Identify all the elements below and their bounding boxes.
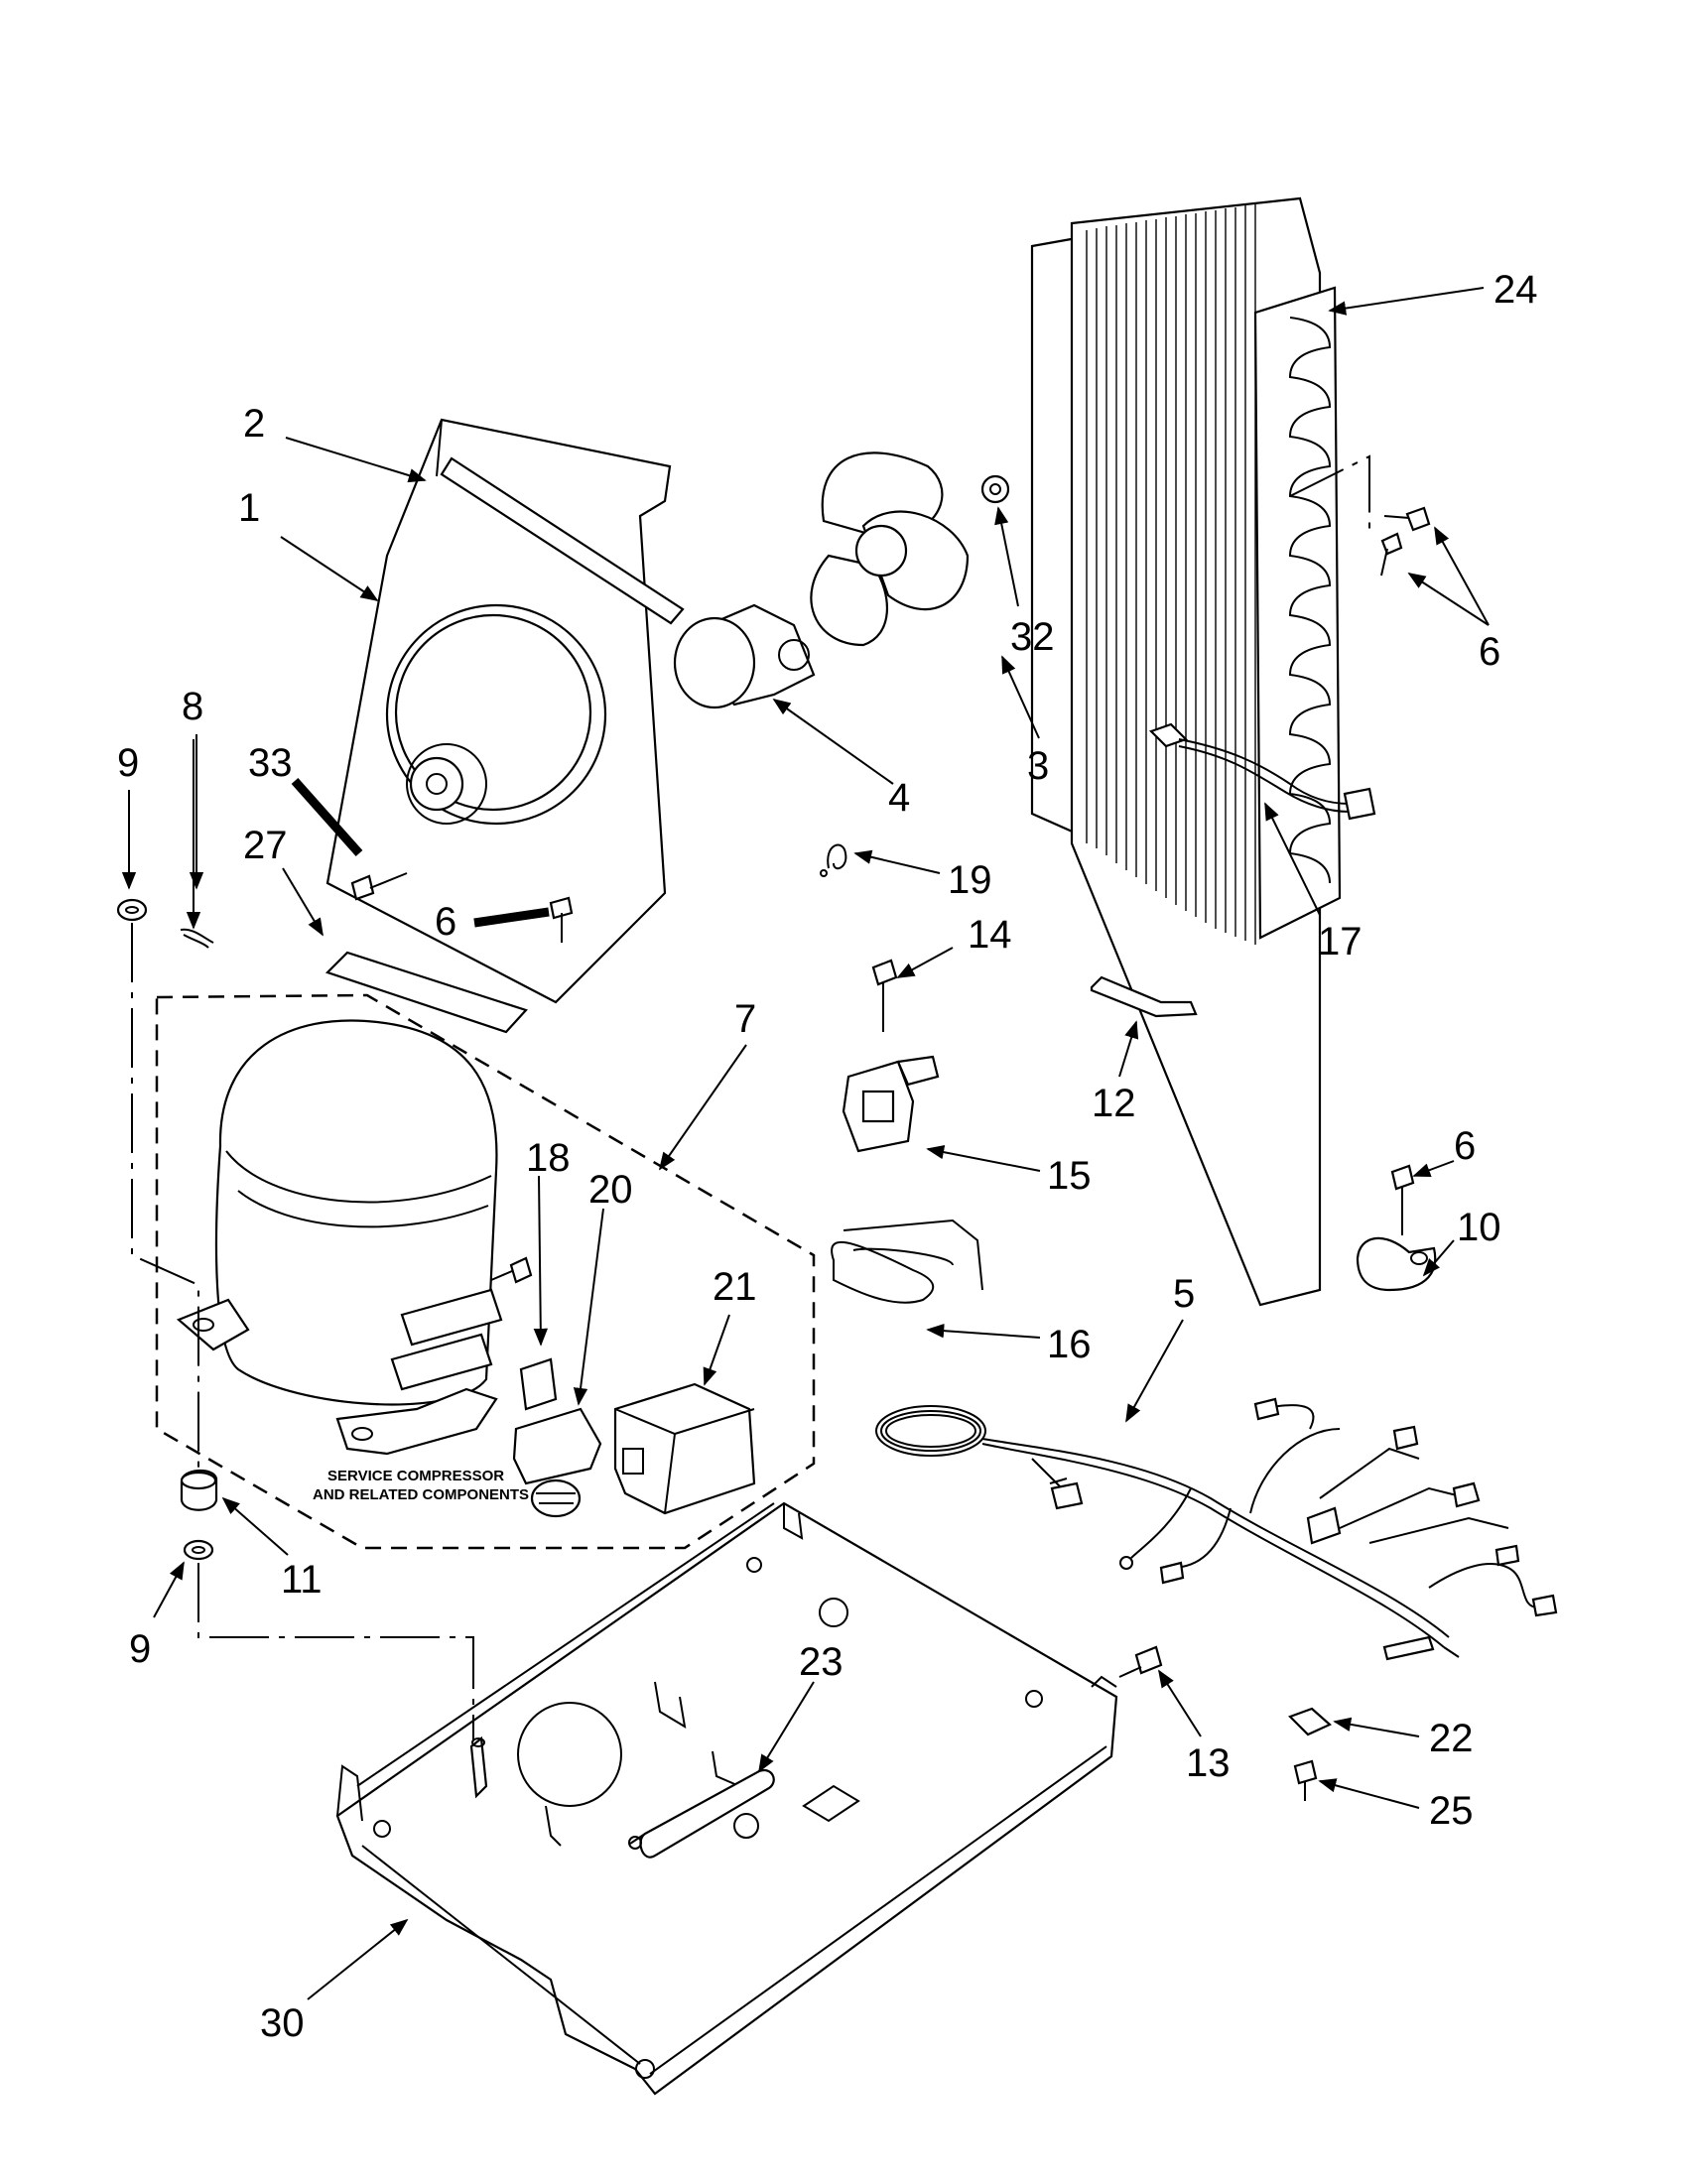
clip-part[interactable] bbox=[820, 843, 847, 877]
wire-harness-small-part[interactable] bbox=[1148, 722, 1376, 821]
service-compressor-boundary bbox=[155, 993, 816, 1550]
condenser-part[interactable] bbox=[1030, 196, 1342, 1307]
callout-2: 2 bbox=[243, 402, 265, 446]
callout-21: 21 bbox=[713, 1265, 757, 1309]
bracket-part[interactable] bbox=[831, 1219, 983, 1304]
solenoid-part[interactable] bbox=[842, 959, 940, 1153]
callout-8: 8 bbox=[182, 685, 203, 728]
service-note-line1: SERVICE COMPRESSOR bbox=[327, 1468, 504, 1484]
callout-33: 33 bbox=[248, 741, 293, 785]
tube-part[interactable] bbox=[1090, 975, 1198, 1018]
fan-blade-part[interactable] bbox=[810, 451, 970, 647]
relay-cover-part[interactable] bbox=[613, 1382, 756, 1515]
overload-protector-part[interactable] bbox=[519, 1357, 558, 1411]
grommet-part[interactable] bbox=[180, 1470, 218, 1511]
leader-lines bbox=[121, 287, 1490, 2000]
callout-19: 19 bbox=[948, 858, 992, 902]
callout-6-shroud: 6 bbox=[435, 900, 456, 944]
callout-6-clamp: 6 bbox=[1454, 1124, 1476, 1168]
callout-11: 11 bbox=[281, 1558, 323, 1602]
callout-3: 3 bbox=[1027, 744, 1049, 788]
callout-30: 30 bbox=[260, 2001, 305, 2045]
screw-part[interactable] bbox=[1380, 506, 1431, 577]
grommet-top-part[interactable] bbox=[116, 898, 148, 922]
callout-labels: 1 2 3 4 5 6 6 6 7 8 9 9 10 11 12 13 14 1… bbox=[117, 268, 1538, 2045]
callout-24: 24 bbox=[1493, 268, 1538, 312]
washer-part[interactable] bbox=[980, 474, 1010, 504]
callout-5: 5 bbox=[1173, 1272, 1195, 1316]
callout-20: 20 bbox=[588, 1168, 633, 1212]
callout-13: 13 bbox=[1186, 1741, 1231, 1785]
insulation-pad-part[interactable] bbox=[325, 951, 528, 1034]
callout-25: 25 bbox=[1429, 1789, 1474, 1833]
callout-14: 14 bbox=[968, 913, 1012, 957]
callout-6-condenser: 6 bbox=[1479, 630, 1500, 674]
callout-12: 12 bbox=[1092, 1082, 1136, 1125]
compressor-part[interactable] bbox=[176, 1019, 533, 1456]
alignment-lines bbox=[131, 454, 1370, 1741]
callout-15: 15 bbox=[1047, 1154, 1092, 1198]
callout-18: 18 bbox=[526, 1136, 571, 1180]
leader-6-shroud bbox=[473, 907, 550, 928]
shroud-screw-part[interactable] bbox=[350, 872, 574, 943]
base-screw-part[interactable] bbox=[1118, 1645, 1163, 1678]
fan-motor-part[interactable] bbox=[673, 603, 816, 709]
callout-1: 1 bbox=[238, 486, 260, 530]
callout-9-bottom: 9 bbox=[129, 1627, 151, 1671]
callout-22: 22 bbox=[1429, 1717, 1474, 1760]
leader-33 bbox=[291, 778, 363, 856]
callout-17: 17 bbox=[1318, 920, 1363, 964]
gasket-strip-part[interactable] bbox=[440, 456, 685, 625]
service-note-line2: AND RELATED COMPONENTS bbox=[313, 1486, 529, 1503]
callout-9-top: 9 bbox=[117, 741, 139, 785]
clamp-part[interactable] bbox=[1356, 1164, 1437, 1292]
callout-7: 7 bbox=[734, 997, 756, 1041]
relay-part[interactable] bbox=[512, 1407, 602, 1518]
callout-16: 16 bbox=[1047, 1323, 1092, 1366]
callout-4: 4 bbox=[888, 776, 910, 820]
clip-and-screw-part[interactable] bbox=[1288, 1707, 1332, 1801]
callout-27: 27 bbox=[243, 824, 288, 867]
retainer-clip-part[interactable] bbox=[180, 928, 214, 949]
callout-10: 10 bbox=[1457, 1206, 1501, 1249]
grommet-bottom-part[interactable] bbox=[183, 1539, 214, 1561]
callout-23: 23 bbox=[799, 1640, 844, 1684]
callout-32: 32 bbox=[1010, 615, 1055, 659]
main-wire-harness-part[interactable] bbox=[875, 1397, 1558, 1661]
